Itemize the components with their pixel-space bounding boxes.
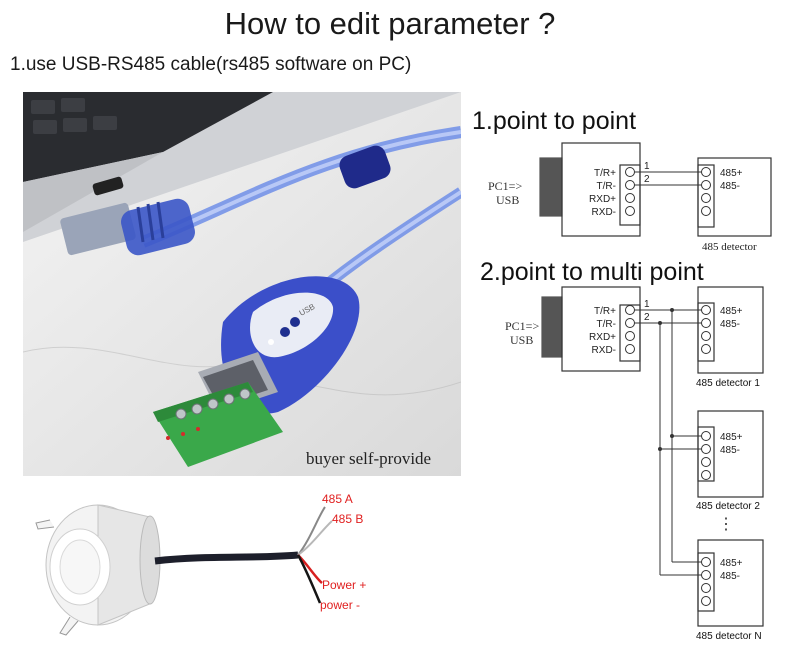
- pc-label-line1: PC1=>: [488, 179, 522, 193]
- pc-label-line1: PC1=>: [505, 319, 539, 333]
- wire-number-2: 2: [644, 312, 650, 323]
- detector-pin-485-plus: 485+: [720, 168, 743, 179]
- wire-label-power-plus: Power +: [322, 578, 366, 592]
- wire-label-power-minus: power -: [320, 598, 360, 612]
- pin-label-tr-plus: T/R+: [594, 168, 616, 179]
- wire-number-1: 1: [644, 299, 650, 310]
- wire-number-2: 2: [644, 174, 650, 185]
- pin-label-tr-minus: T/R-: [597, 319, 616, 330]
- detector1-pin-485-minus: 485-: [720, 319, 740, 330]
- detector-illustration: 485 A 485 B Power + power -: [35, 492, 366, 636]
- more-detectors-ellipsis: ⋮: [718, 516, 734, 533]
- detector-1-label: 485 detector 1: [696, 378, 760, 389]
- detector-pin-485-minus: 485-: [720, 181, 740, 192]
- pc-label-line2: USB: [510, 333, 533, 347]
- detector-2-label: 485 detector 2: [696, 501, 760, 512]
- wire-label-485a: 485 A: [322, 492, 353, 506]
- point-to-point-heading: 1.point to point: [472, 107, 637, 135]
- point-to-multi-point-heading: 2.point to multi point: [480, 258, 704, 286]
- subtitle: 1.use USB-RS485 cable(rs485 software on …: [10, 54, 412, 75]
- point-to-point-svg: PC1=> USB T/R+ T/R- RXD+ RXD- 1 2 485+ 4…: [488, 142, 772, 253]
- detectorN-pin-485-minus: 485-: [720, 571, 740, 582]
- detector-n-label: 485 detector N: [696, 631, 762, 642]
- detector-label: 485 detector: [702, 241, 757, 253]
- usb-plug: [60, 198, 195, 256]
- wire-label-485b: 485 B: [332, 512, 363, 526]
- rs485-adapter: USB: [153, 276, 360, 467]
- point-to-multi-point-diagram: PC1=> USB T/R+ T/R- RXD+ RXD-: [470, 285, 790, 655]
- pin-label-rxd-minus: RXD-: [592, 345, 616, 356]
- point-to-multi-point-svg: PC1=> USB T/R+ T/R- RXD+ RXD-: [505, 286, 764, 642]
- wire-number-1: 1: [644, 161, 650, 172]
- detector2-pin-485-minus: 485-: [720, 445, 740, 456]
- photo-caption: buyer self-provide: [306, 449, 431, 468]
- pin-label-tr-plus: T/R+: [594, 306, 616, 317]
- pin-label-rxd-plus: RXD+: [589, 194, 616, 205]
- detector2-pin-485-plus: 485+: [720, 432, 743, 443]
- page-title: How to edit parameter ?: [224, 6, 556, 41]
- usb-rs485-illustration: USB buyer self-provide: [23, 92, 461, 476]
- pin-label-rxd-minus: RXD-: [592, 207, 616, 218]
- detector-wiring-photo: 485 A 485 B Power + power -: [20, 485, 400, 645]
- pin-label-tr-minus: T/R-: [597, 181, 616, 192]
- detectorN-pin-485-plus: 485+: [720, 558, 743, 569]
- usb-rs485-photo: USB buyer self-provide: [23, 92, 461, 476]
- detector1-pin-485-plus: 485+: [720, 306, 743, 317]
- point-to-point-diagram: PC1=> USB T/R+ T/R- RXD+ RXD- 1 2 485+ 4…: [470, 140, 790, 260]
- pin-label-rxd-plus: RXD+: [589, 332, 616, 343]
- pc-label-line2: USB: [496, 193, 519, 207]
